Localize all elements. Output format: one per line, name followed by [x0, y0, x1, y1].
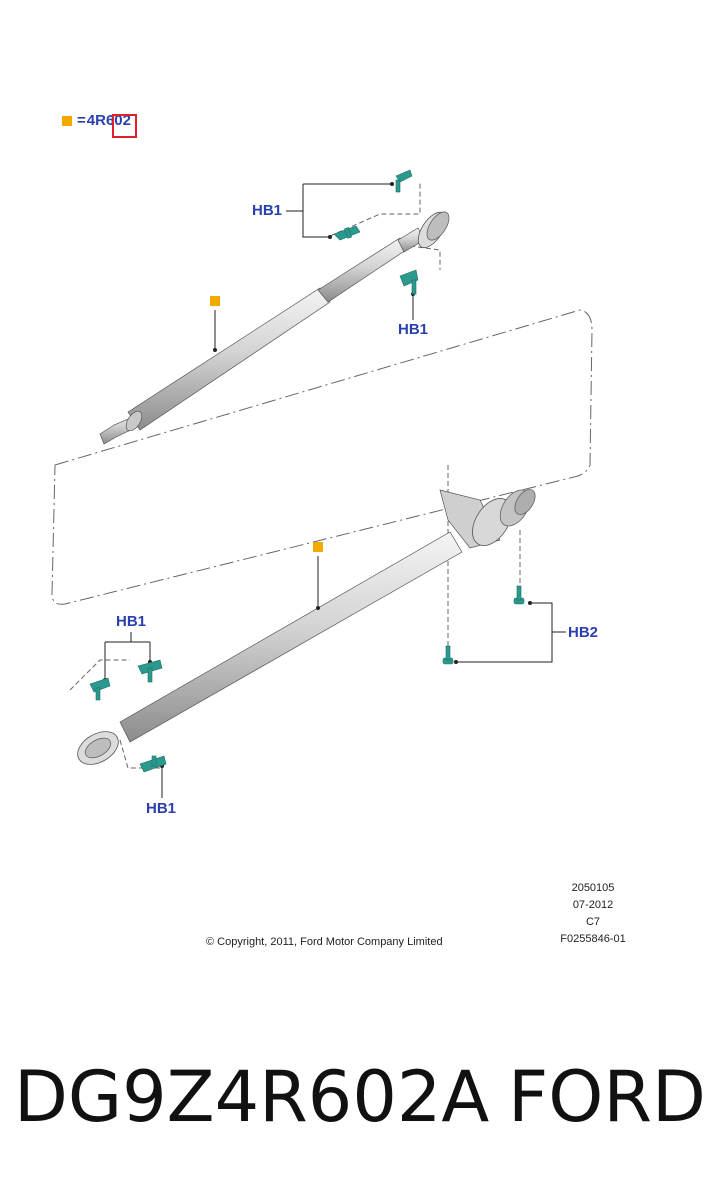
bolt-icon: [89, 677, 111, 701]
highlight-box: [112, 114, 137, 138]
meta-line-2: 07-2012: [572, 899, 614, 911]
legend: = 4R602: [62, 112, 131, 129]
label-hb2: HB2: [568, 624, 599, 641]
legend-part-ref[interactable]: 4R602: [86, 112, 131, 129]
orange-square-marker: [313, 542, 323, 552]
front-driveshaft: [99, 211, 450, 445]
bolt-icon: [442, 645, 454, 665]
bolt-icon: [139, 755, 167, 773]
meta-line-4: F0255846-01: [560, 933, 626, 945]
phantom-outline: [51, 309, 593, 605]
label-hb1-top-right: HB1: [398, 321, 429, 338]
legend-equals: =: [77, 112, 86, 129]
label-hb1-top-left: HB1: [252, 202, 283, 219]
meta-line-3: C7: [585, 916, 601, 928]
part-number: DG9Z4R602A: [14, 1056, 490, 1138]
phantom-hardware-top: [329, 182, 441, 270]
bolt-icon: [137, 659, 163, 683]
bolt-icon: [513, 585, 525, 605]
bolt-icon: [399, 269, 419, 295]
bolt-icon: [395, 169, 413, 193]
brand-name: FORD: [508, 1056, 706, 1138]
label-hb1-lower-left: HB1: [116, 613, 147, 630]
diagram-meta: 2050105 07-2012 C7 F0255846-01: [548, 880, 638, 948]
orange-square-marker: [62, 115, 72, 126]
phantom-hardware-bottom: [69, 465, 521, 769]
footer: [0, 1000, 708, 1200]
meta-line-1: 2050105: [571, 882, 615, 894]
rear-driveshaft: [77, 489, 536, 765]
copyright: © Copyright, 2011, Ford Motor Company Li…: [206, 936, 443, 948]
orange-square-marker: [210, 296, 220, 306]
label-hb1-bottom: HB1: [146, 800, 177, 817]
driveshaft-diagram: [51, 169, 593, 798]
bolt-icon: [333, 225, 361, 241]
